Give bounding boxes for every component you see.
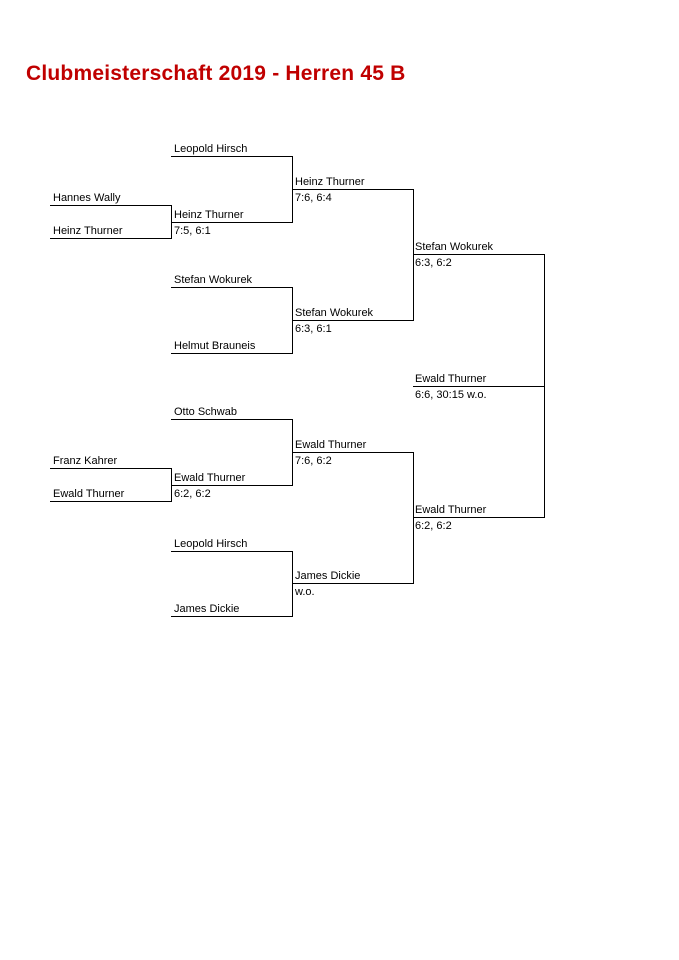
bracket-line [292,583,414,584]
bracket-line [171,287,293,288]
qualifier-player-name: Franz Kahrer [53,455,118,467]
match-score: 7:6, 6:2 [295,455,332,467]
quarterfinal-winner: Ewald Thurner [295,439,367,451]
bracket-line [171,616,293,617]
bracket-line [50,205,172,206]
qualifier-player-name: Hannes Wally [53,192,121,204]
bracket-line [171,222,293,223]
match-score: 6:2, 6:2 [415,520,452,532]
quarterfinal-winner: James Dickie [295,570,361,582]
match-score: 6:2, 6:2 [174,488,211,500]
round1-player-name: Otto Schwab [174,406,237,418]
bracket-line [171,156,293,157]
round1-player-name: Heinz Thurner [174,209,244,221]
bracket-line [50,238,172,239]
bracket-line [413,254,545,255]
bracket-line [171,419,293,420]
bracket-line [171,485,293,486]
bracket-line [50,501,172,502]
match-score: 6:3, 6:2 [415,257,452,269]
round1-player-name: Ewald Thurner [174,472,246,484]
match-score: 7:6, 6:4 [295,192,332,204]
bracket-line [292,452,414,453]
match-score: 6:3, 6:1 [295,323,332,335]
bracket-line [292,189,414,190]
bracket-connector [171,205,172,238]
bracket-line [171,551,293,552]
semifinal-winner: Ewald Thurner [415,504,487,516]
bracket-line [50,468,172,469]
match-score: w.o. [295,586,315,598]
match-score: 7:5, 6:1 [174,225,211,237]
bracket-line [292,320,414,321]
qualifier-player-name: Ewald Thurner [53,488,125,500]
quarterfinal-winner: Heinz Thurner [295,176,365,188]
qualifier-player-name: Heinz Thurner [53,225,123,237]
bracket-line [171,353,293,354]
page-title: Clubmeisterschaft 2019 - Herren 45 B [26,62,406,85]
bracket-line [413,517,545,518]
round1-player-name: James Dickie [174,603,240,615]
round1-player-name: Leopold Hirsch [174,538,248,550]
bracket-line [413,386,545,387]
bracket-connector [171,468,172,501]
round1-player-name: Leopold Hirsch [174,143,248,155]
round1-player-name: Helmut Brauneis [174,340,256,352]
bracket-connector [544,254,545,517]
round1-player-name: Stefan Wokurek [174,274,253,286]
match-score: 6:6, 30:15 w.o. [415,389,487,401]
quarterfinal-winner: Stefan Wokurek [295,307,374,319]
semifinal-winner: Stefan Wokurek [415,241,494,253]
champion-name: Ewald Thurner [415,373,487,385]
